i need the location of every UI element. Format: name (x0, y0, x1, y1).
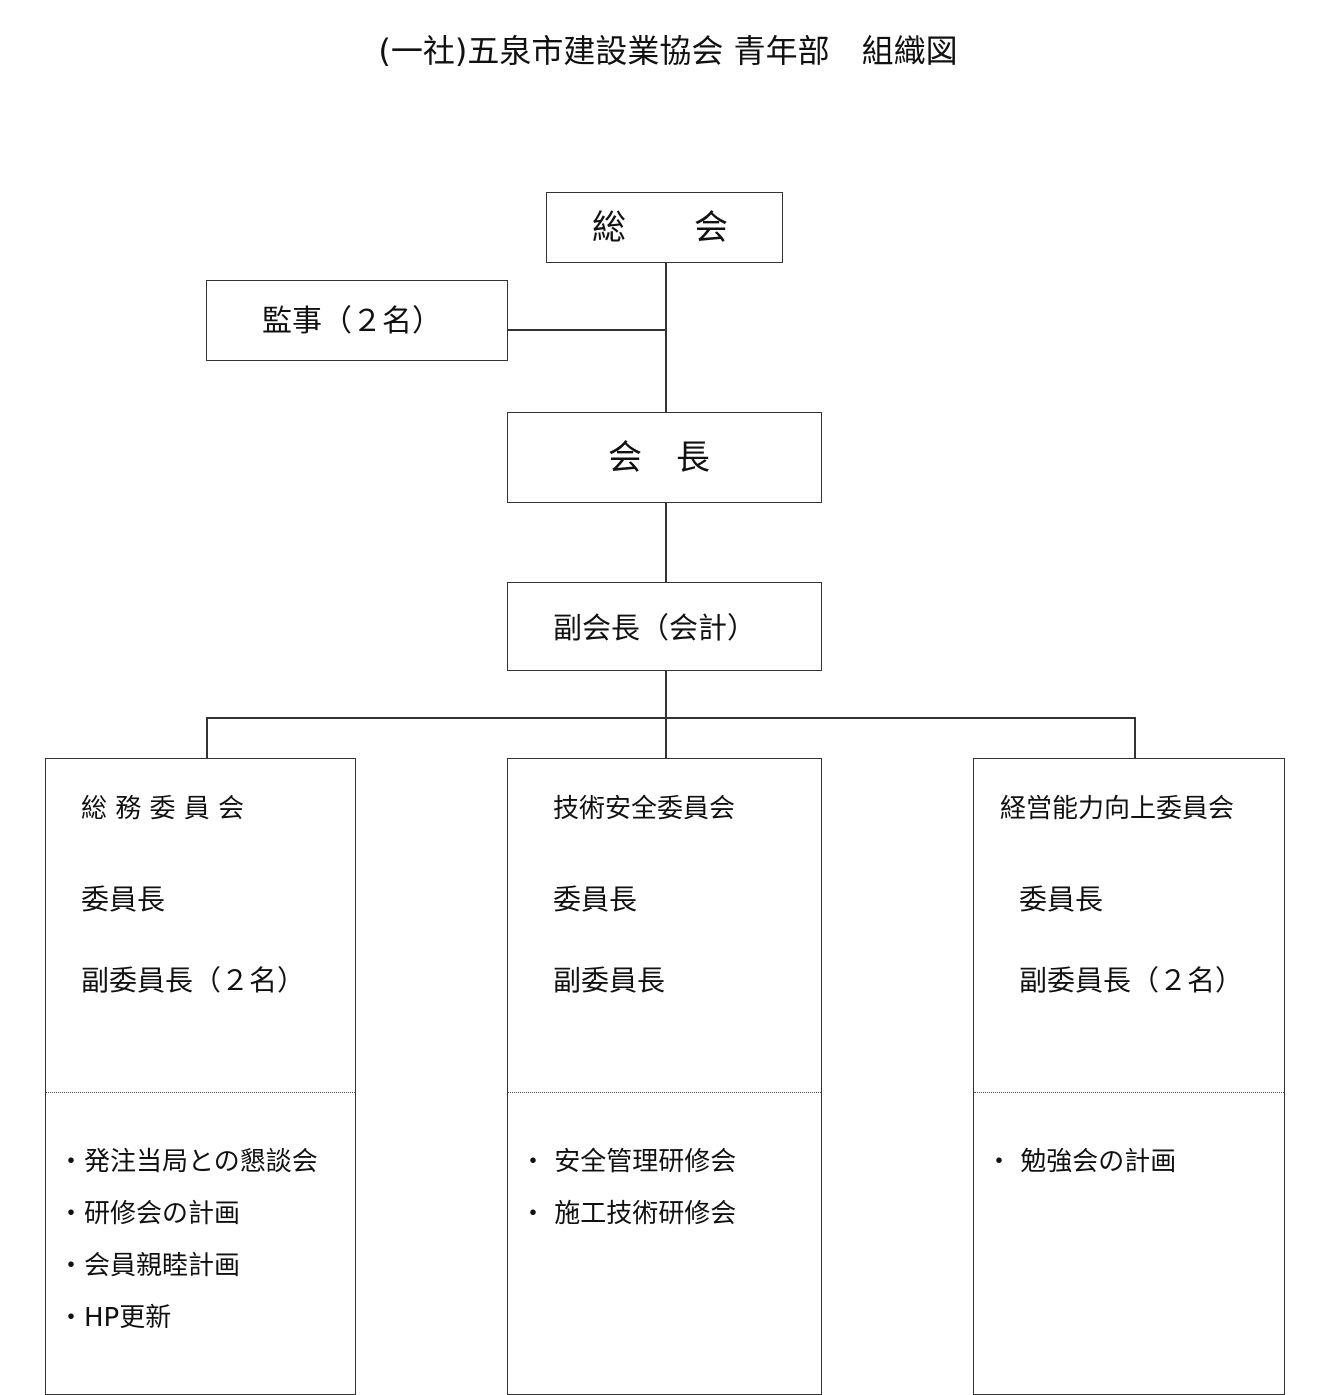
committee-vice-chair: 副委員長（２名） (1019, 964, 1244, 997)
committee-task: ・会員親睦計画 (58, 1251, 241, 1281)
vice-chairman-label: 副会長（会計） (553, 611, 757, 645)
connector-drop-management (1134, 717, 1136, 759)
committee-divider (508, 1092, 821, 1093)
chart-title: (一社)五泉市建設業協会 青年部 組織図 (378, 32, 958, 70)
committee-general-affairs: 総 務 委 員 会 委員長 副委員長（２名） ・発注当局との懇談会 ・研修会の計… (45, 758, 356, 1395)
chairman-box: 会 長 (507, 412, 822, 503)
committee-technical-safety: 技術安全委員会 委員長 副委員長 ・ 安全管理研修会 ・ 施工技術研修会 (507, 758, 822, 1395)
committee-chair: 委員長 (553, 883, 638, 916)
connector-chairman-vice (665, 502, 667, 583)
committee-chair: 委員長 (1019, 883, 1104, 916)
committee-chair: 委員長 (81, 883, 166, 916)
connector-drop-technical-safety (665, 717, 667, 759)
committee-task: ・HP更新 (58, 1303, 172, 1333)
committee-name: 技術安全委員会 (553, 794, 736, 824)
committee-divider (46, 1092, 355, 1093)
committee-task: ・ 施工技術研修会 (520, 1199, 737, 1229)
connector-branch-horizontal (206, 717, 1136, 719)
committee-management-capability: 経営能力向上委員会 委員長 副委員長（２名） ・ 勉強会の計画 (973, 758, 1285, 1395)
committee-name: 経営能力向上委員会 (1000, 794, 1235, 824)
committee-task: ・発注当局との懇談会 (58, 1147, 318, 1177)
chairman-label: 会 長 (608, 438, 710, 478)
connector-assembly-chairman (665, 262, 667, 413)
connector-vice-branch (665, 670, 667, 718)
general-assembly-label: 総 会 (592, 208, 728, 248)
connector-auditor (507, 329, 666, 331)
connector-drop-general-affairs (206, 717, 208, 759)
general-assembly-box: 総 会 (546, 192, 783, 263)
auditor-box: 監事（２名） (206, 280, 508, 361)
committee-divider (974, 1092, 1284, 1093)
auditor-label: 監事（２名） (262, 304, 442, 339)
committee-task: ・ 勉強会の計画 (986, 1147, 1177, 1177)
committee-name: 総 務 委 員 会 (81, 794, 245, 824)
committee-vice-chair: 副委員長（２名） (81, 964, 306, 997)
committee-task: ・研修会の計画 (58, 1199, 241, 1229)
vice-chairman-box: 副会長（会計） (507, 582, 822, 671)
committee-vice-chair: 副委員長 (553, 964, 666, 997)
committee-task: ・ 安全管理研修会 (520, 1147, 737, 1177)
